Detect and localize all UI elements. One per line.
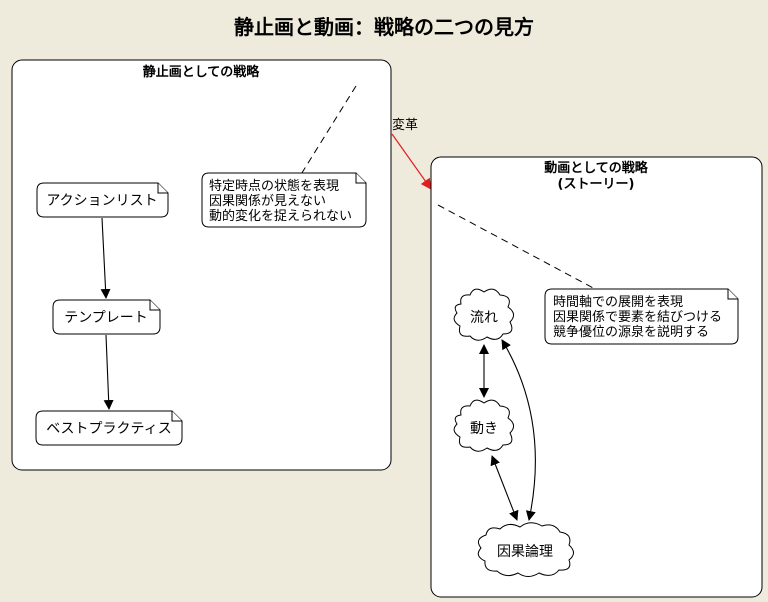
arrow-action-to-template	[100, 217, 111, 299]
cloud-flow: 流れ	[453, 288, 514, 341]
dynamic-note-fold	[727, 289, 738, 300]
node-best-practice: ベストプラクティス	[35, 410, 183, 446]
dynamic-note-shape	[544, 288, 739, 345]
static-frame-border	[11, 59, 392, 471]
dynamic-frame-title-2: (ストーリー)	[558, 177, 635, 192]
cloud-movement-label: 動き	[470, 421, 498, 437]
dynamic-note-line-3: 競争優位の源泉を説明する	[553, 324, 709, 340]
dynamic-note-line-1: 時間軸での展開を表現	[553, 295, 683, 310]
dynamic-note: 時間軸での展開を表現 因果関係で要素を結びつける 競争優位の源泉を説明する	[544, 288, 739, 345]
node-best-practice-label: ベストプラクティス	[46, 421, 171, 437]
node-action-list: アクションリスト	[36, 182, 169, 218]
dynamic-strategy-frame: 動画としての戦略 (ストーリー) 時間軸での展開を表現 因果関係で要素を結びつけ…	[430, 156, 763, 598]
page-title: 静止画と動画：戦略の二つの見方	[234, 15, 534, 39]
dynamic-note-connector	[437, 204, 598, 291]
static-note-shape	[201, 172, 367, 228]
node-template-label: テンプレート	[64, 310, 148, 326]
dynamic-frame-border	[430, 156, 763, 598]
arrow-flow-causal	[501, 339, 536, 521]
cloud-causal-logic-label: 因果論理	[497, 544, 553, 560]
static-strategy-frame: 静止画としての戦略 特定時点の状態を表現 因果関係が見えない 動的変化を捉えられ…	[11, 59, 392, 471]
static-note-line-3: 動的変化を捉えられない	[209, 208, 352, 224]
cloud-causal-logic: 因果論理	[477, 522, 574, 577]
cloud-movement: 動き	[453, 399, 514, 452]
dynamic-frame-title-1: 動画としての戦略	[544, 160, 649, 176]
cloud-flow-label: 流れ	[470, 310, 498, 326]
static-frame-title: 静止画としての戦略	[143, 64, 261, 80]
static-note-line-2: 因果関係が見えない	[209, 194, 326, 209]
transform-arrow	[391, 133, 432, 190]
node-template: テンプレート	[52, 299, 161, 335]
static-note-connector	[299, 85, 357, 177]
static-note: 特定時点の状態を表現 因果関係が見えない 動的変化を捉えられない	[201, 172, 367, 228]
static-note-fold	[355, 173, 366, 184]
node-action-list-label: アクションリスト	[46, 193, 157, 209]
static-note-line-1: 特定時点の状態を表現	[209, 178, 339, 194]
arrow-template-to-best-practice	[103, 334, 114, 410]
dynamic-note-line-2: 因果関係で要素を結びつける	[553, 310, 722, 325]
transform-label: 変革	[392, 117, 418, 133]
